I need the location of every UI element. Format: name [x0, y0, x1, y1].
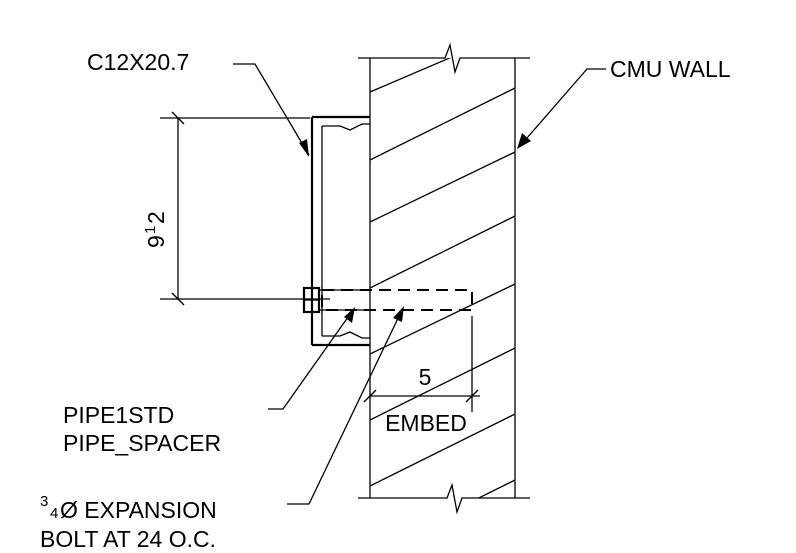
pipe-label-line2: PIPE_SPACER	[63, 430, 221, 456]
bolt-assembly	[302, 286, 473, 314]
cmu-wall	[358, 42, 530, 515]
pipe-label-line1: PIPE1STD	[63, 402, 174, 428]
embed-text: EMBED	[385, 410, 467, 436]
pipe-leader	[268, 307, 355, 410]
bolt-leader	[287, 306, 404, 505]
channel-leader	[233, 63, 310, 157]
channel-label: C12X20.7	[87, 49, 189, 75]
wall-leader	[517, 68, 606, 149]
wall-hatching	[370, 87, 515, 498]
bolt-frac-den: 4	[50, 505, 58, 522]
arrowhead	[299, 139, 309, 157]
hatch-line	[370, 58, 452, 93]
bolt-label-line1: Ø EXPANSION	[60, 497, 217, 523]
vertical-dimension	[160, 111, 330, 306]
embed-value: 5	[419, 364, 432, 390]
dim-vertical-sub: 2	[143, 211, 169, 224]
vertical-dimension-label: 9 1 2	[142, 211, 169, 248]
wall-label: CMU WALL	[610, 56, 731, 82]
dim-vertical-sup: 1	[142, 226, 159, 234]
arrowhead	[344, 307, 355, 323]
channel-section	[310, 115, 370, 347]
embed-dimension	[363, 316, 480, 412]
bolt-frac-num: 3	[40, 493, 48, 510]
bolt-label-line2: BOLT AT 24 O.C.	[40, 526, 216, 552]
dim-vertical-whole: 9	[143, 235, 169, 248]
arrowhead	[393, 306, 404, 322]
arrowhead	[517, 133, 531, 149]
